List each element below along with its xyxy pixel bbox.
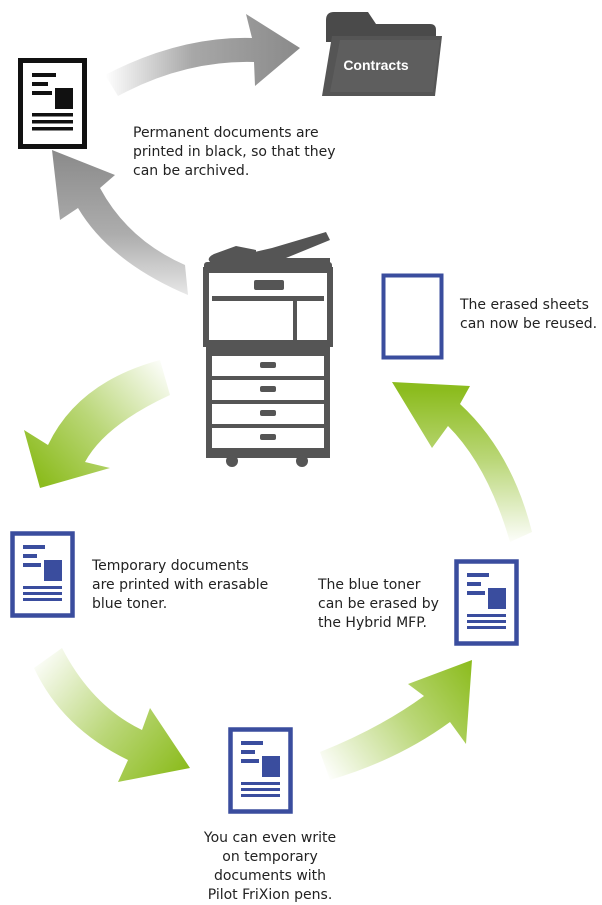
- document-blue-icon-writing: [228, 727, 293, 814]
- caption-temporary-documents: Temporary documents are printed with era…: [92, 558, 269, 612]
- arrow-to-reuse: [392, 382, 532, 542]
- folder-icon: Contracts: [322, 12, 442, 96]
- arrow-print-blue: [24, 360, 170, 488]
- arrow-to-archive: [105, 14, 300, 96]
- blank-sheet-icon: [381, 273, 444, 360]
- document-blue-icon-temporary: [10, 531, 75, 618]
- caption-erased-sheets: The erased sheets can now be reused.: [460, 297, 598, 332]
- caption-frixion-pens: You can even write on temporary document…: [203, 830, 337, 903]
- caption-blue-toner: The blue toner can be erased by the Hybr…: [318, 577, 439, 631]
- arrow-print-black: [52, 150, 188, 295]
- document-black-icon: [18, 58, 87, 149]
- document-blue-icon-toner: [454, 559, 519, 646]
- arrow-to-erase: [320, 660, 472, 780]
- printer-icon: [203, 232, 333, 467]
- folder-label: Contracts: [343, 57, 409, 73]
- caption-permanent-documents: Permanent documents are printed in black…: [133, 125, 336, 179]
- arrow-to-writing: [34, 648, 190, 782]
